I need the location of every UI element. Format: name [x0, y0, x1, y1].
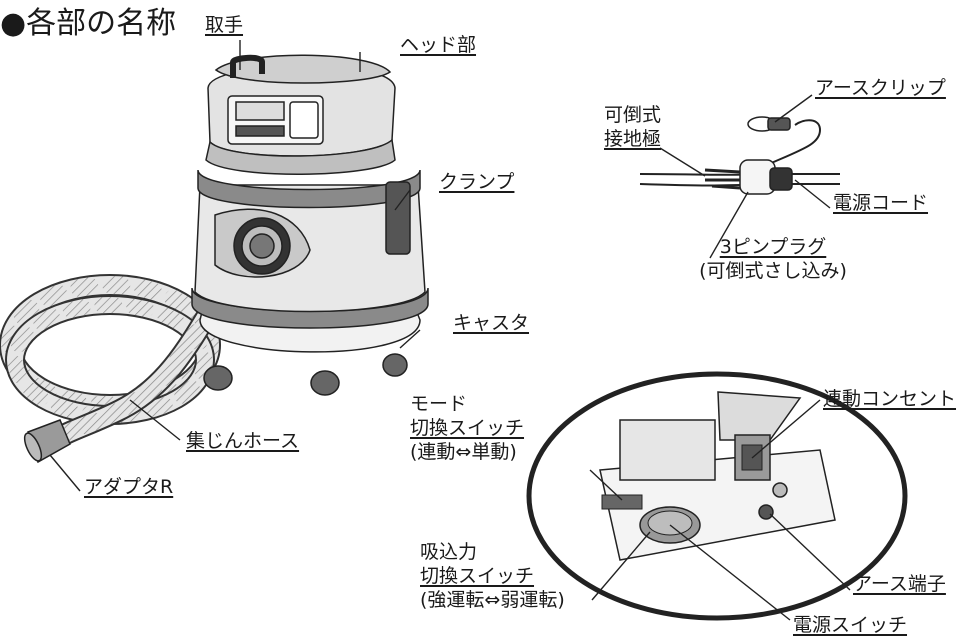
label-earth-terminal: アース端子: [853, 573, 946, 595]
label-mode-switch-line1: モード: [410, 393, 468, 415]
label-plug: 3ピンプラグ (可倒式さし込み): [688, 235, 858, 283]
detail-inset: [526, 371, 908, 621]
label-hose: 集じんホース: [186, 430, 300, 452]
label-clamp: クランプ: [439, 171, 515, 193]
label-plug-line2: (可倒式さし込み): [699, 260, 847, 282]
label-power-cord: 電源コード: [833, 192, 929, 214]
label-foldable-pin: 可倒式 接地極: [604, 103, 661, 151]
page-title: ●各部の名称: [0, 6, 177, 41]
vacuum-body: [191, 54, 429, 396]
label-foldable-pin-line1: 可倒式: [604, 104, 662, 126]
label-earth-clip: アースクリップ: [815, 77, 946, 99]
label-mode-switch: モード 切換スイッチ (連動⇔単動): [410, 392, 524, 464]
label-mode-switch-line3: (連動⇔単動): [410, 441, 517, 463]
label-head: ヘッド部: [400, 34, 477, 56]
label-suction-switch-line3: (強運転⇔弱運転): [420, 589, 565, 611]
plug-drawing: [639, 116, 840, 195]
label-mode-switch-line2: 切換スイッチ: [410, 417, 525, 439]
label-foldable-pin-line2: 接地極: [604, 128, 662, 150]
label-handle: 取手: [205, 14, 244, 36]
label-adapter: アダプタR: [84, 476, 174, 498]
label-suction-switch: 吸込力 切換スイッチ (強運転⇔弱運転): [420, 540, 565, 612]
leader-lines: [49, 40, 851, 621]
label-caster: キャスタ: [453, 312, 530, 334]
label-plug-line1: 3ピンプラグ: [719, 236, 827, 258]
label-suction-switch-line2: 切換スイッチ: [420, 565, 535, 587]
label-linked-outlet: 連動コンセント: [823, 388, 957, 410]
label-suction-switch-line1: 吸込力: [420, 541, 478, 563]
label-power-switch: 電源スイッチ: [793, 614, 908, 636]
adapter-drawing: [23, 419, 71, 464]
